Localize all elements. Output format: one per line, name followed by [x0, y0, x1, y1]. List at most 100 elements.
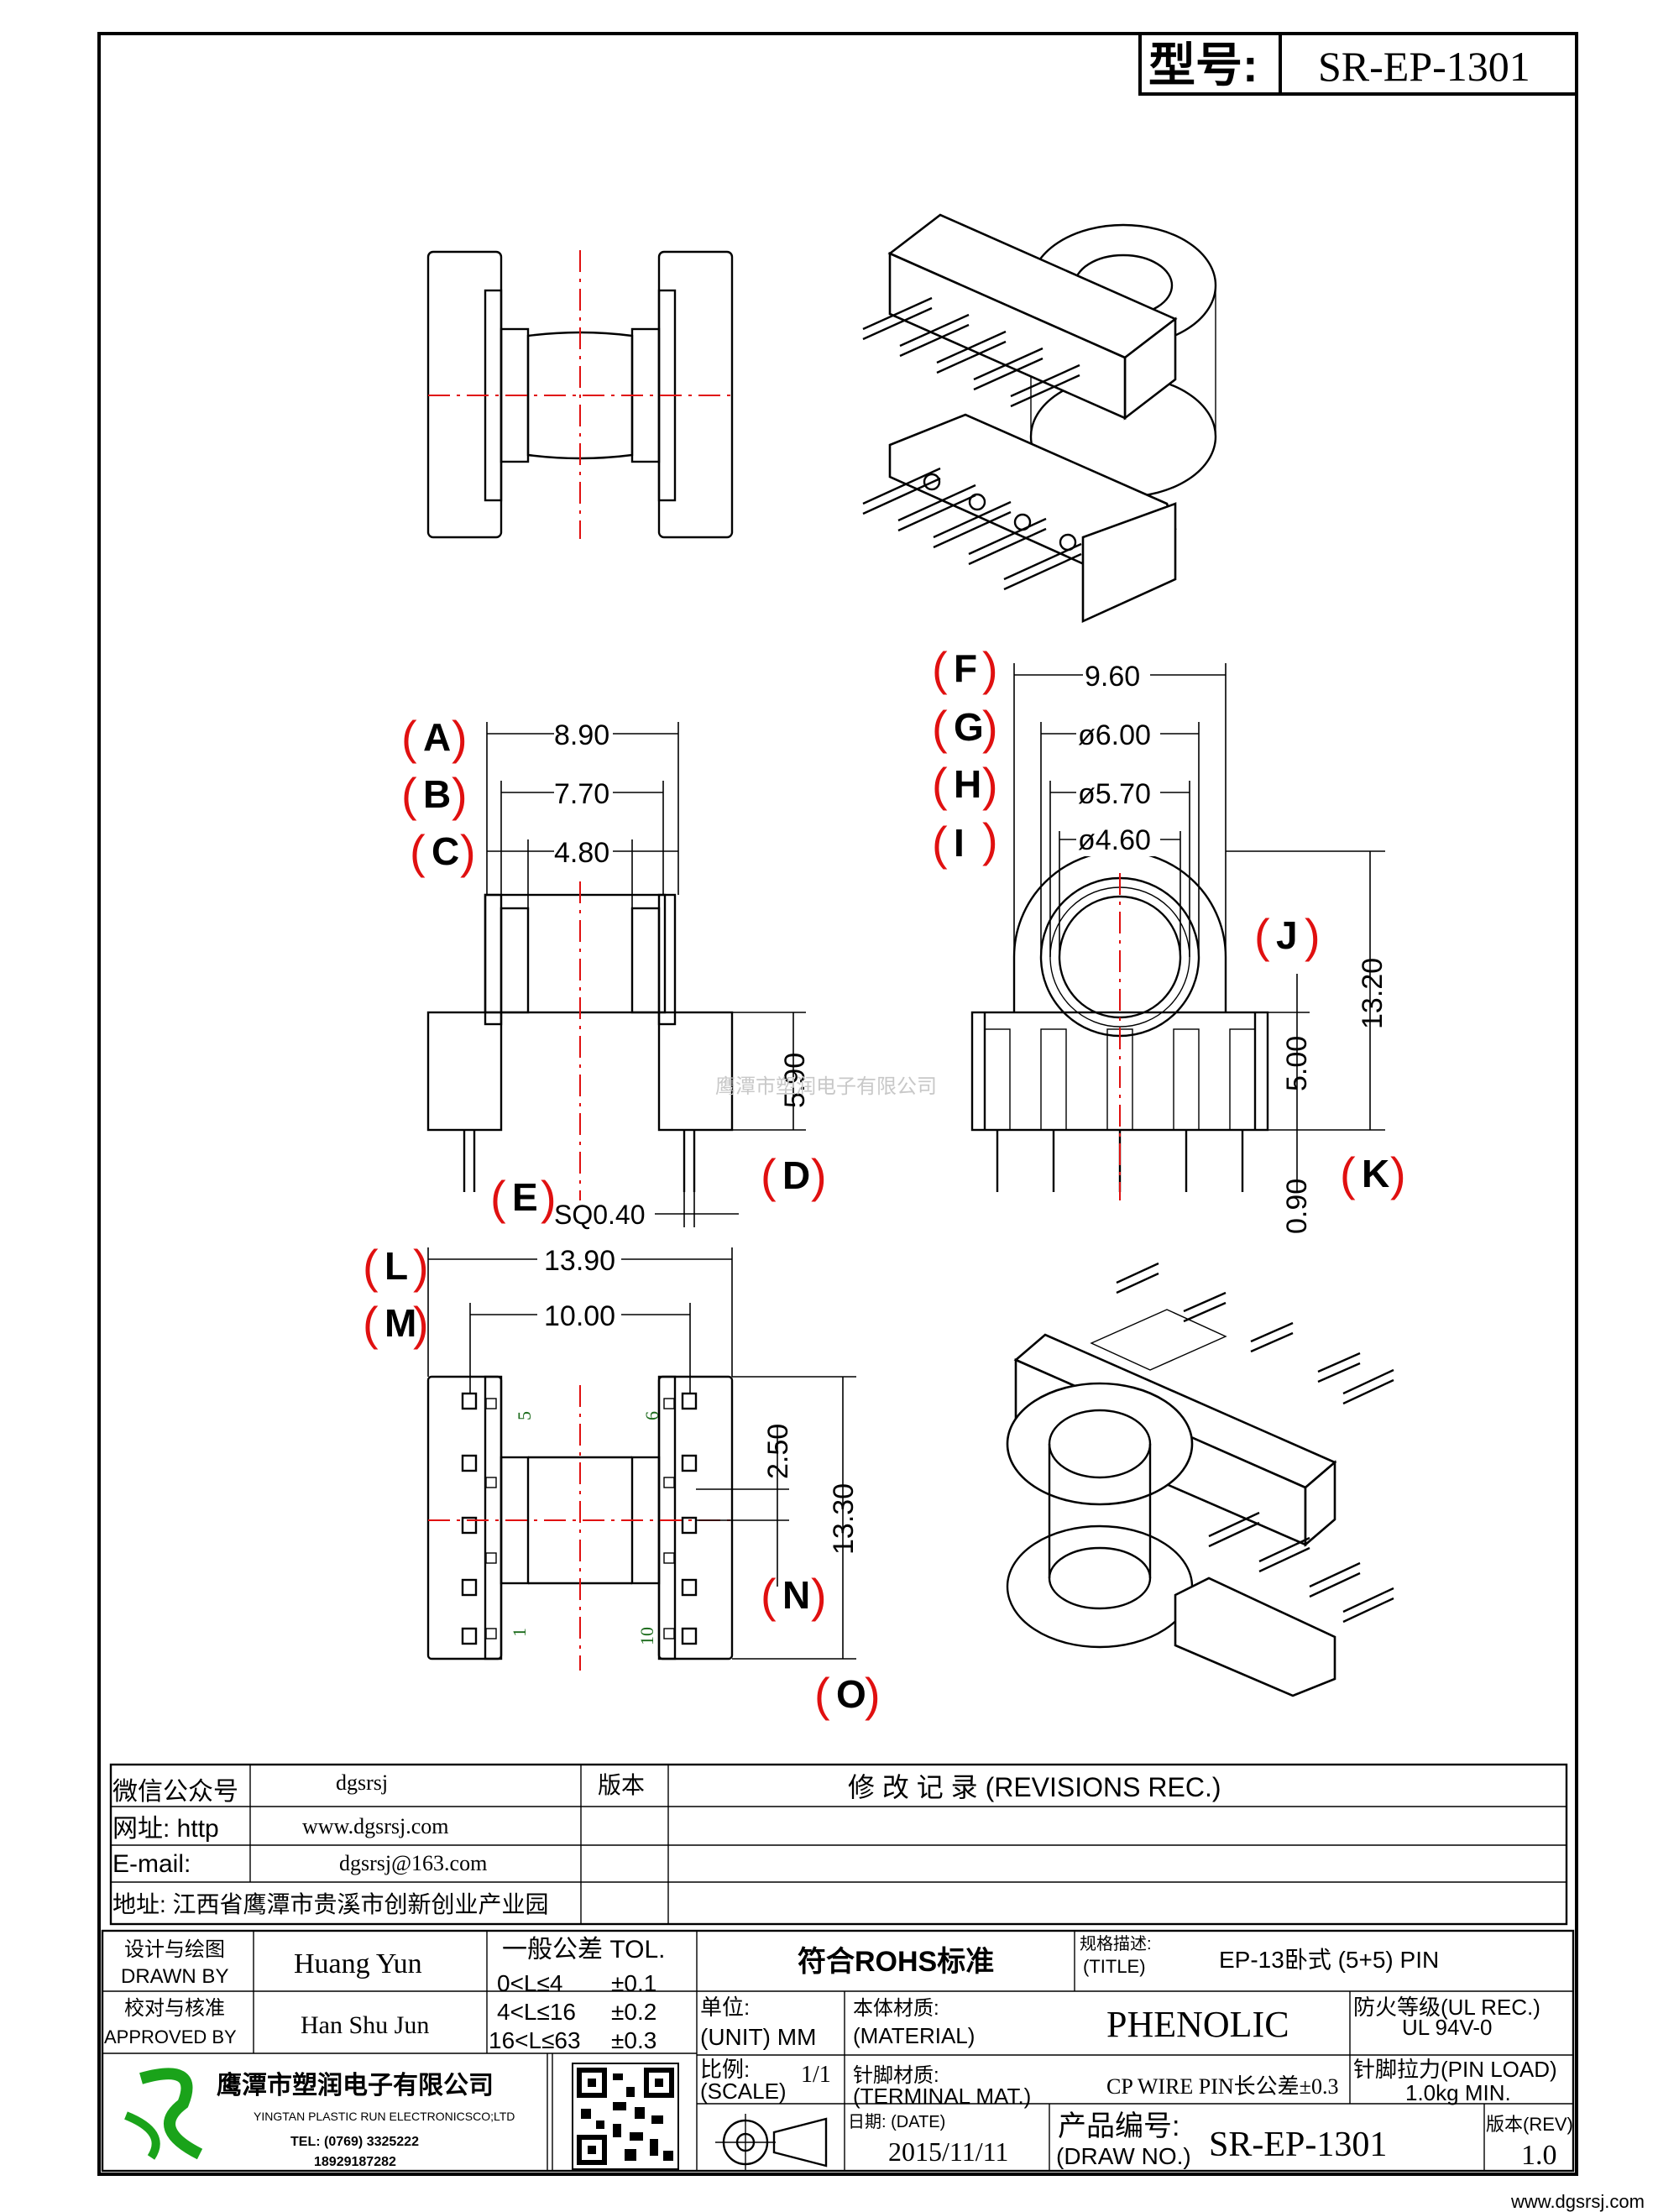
svg-text:(: ( — [410, 825, 426, 878]
dim-H-value: ø5.70 — [1078, 778, 1151, 810]
model-label: 型号: — [1148, 39, 1258, 92]
svg-text:): ) — [982, 701, 998, 754]
svg-text:): ) — [982, 642, 998, 695]
letter-K: K — [1362, 1152, 1389, 1195]
fire-value: UL 94V-0 — [1402, 2015, 1492, 2040]
fire-label: 防火等级(UL REC.) — [1353, 1995, 1540, 2020]
company-name-cn: 鹰潭市塑润电子有限公司 — [217, 2071, 494, 2100]
tol-value-2: ±0.2 — [611, 1999, 656, 2025]
dim-A-value: 8.90 — [554, 719, 609, 751]
scale-label-en: (SCALE) — [700, 2079, 787, 2104]
dimension-letters: (A) (B) (C) (D) (E) (F) (G) (H) (I) (J) … — [363, 642, 1406, 1721]
dims-fghi: 9.60 ø6.00 ø5.70 ø4.60 — [1013, 656, 1227, 1012]
dim-M-value: 10.00 — [544, 1300, 615, 1332]
dim-F-value: 9.60 — [1085, 661, 1140, 693]
isometric-view-bottom — [1006, 1262, 1394, 1697]
approved-value: Han Shu Jun — [301, 2011, 429, 2039]
dim-K-value: 0.90 — [1281, 1179, 1313, 1234]
model-value: SR-EP-1301 — [1318, 43, 1530, 90]
svg-text:(: ( — [1254, 909, 1270, 962]
svg-text:): ) — [811, 1149, 827, 1202]
letter-A: A — [423, 715, 451, 759]
dims-lmno: 13.90 10.00 13.30 2.50 — [427, 1242, 860, 1660]
pin-number-5: 5 — [514, 1411, 535, 1420]
letter-N: N — [782, 1573, 810, 1617]
svg-text:): ) — [541, 1171, 557, 1224]
svg-text:): ) — [413, 1240, 429, 1293]
letter-B: B — [423, 772, 451, 816]
unit-label: 单位: — [700, 1995, 750, 2020]
svg-text:(: ( — [401, 768, 417, 821]
watermark-text: 鹰潭市塑润电子有限公司 — [715, 1075, 937, 1098]
svg-text:): ) — [1390, 1148, 1406, 1200]
drawn-label-cn: 设计与绘图 — [124, 1938, 225, 1961]
tol-range-3: 16<L≤63 — [489, 2027, 581, 2053]
drawn-label-en: DRAWN BY — [121, 1965, 228, 1988]
drawing-frame — [97, 32, 1578, 2176]
dims-abc: 8.90 7.70 4.80 — [486, 715, 679, 908]
pinload-label: 针脚拉力(PIN LOAD) — [1353, 2057, 1557, 2082]
dim-J-value: 5.00 — [1281, 1036, 1313, 1091]
unit-value: (UNIT) MM — [700, 2024, 816, 2050]
contact-revisions-table: 微信公众号 dgsrsj 网址: http www.dgsrsj.com E-m… — [109, 1763, 1568, 1926]
drawn-value: Huang Yun — [294, 1948, 422, 1979]
svg-text:): ) — [452, 768, 468, 821]
isometric-view-top — [862, 213, 1217, 624]
svg-text:(: ( — [932, 817, 948, 870]
wechat-label: 微信公众号 — [112, 1778, 238, 1806]
letter-C: C — [432, 829, 459, 873]
model-header: 型号: SR-EP-1301 — [1138, 32, 1578, 96]
drawno-label: 产品编号: — [1058, 2110, 1179, 2142]
approved-label-en: APPROVED BY — [104, 2026, 237, 2047]
wechat-value: dgsrsj — [336, 1770, 388, 1795]
dim-O-value: 13.30 — [828, 1483, 860, 1555]
tolerance-title: 一般公差 TOL. — [502, 1936, 665, 1964]
email-value: dgsrsj@163.com — [339, 1851, 487, 1875]
rohs-text: 符合ROHS标准 — [798, 1946, 994, 1978]
title-value: EP-13卧式 (5+5) PIN — [1219, 1947, 1439, 1973]
letter-E: E — [512, 1175, 538, 1219]
material-label: 本体材质: — [853, 1997, 939, 2020]
title-label: 规格描述: — [1080, 1934, 1152, 1953]
dim-e: SQ0.40 — [554, 1192, 739, 1230]
letter-D: D — [782, 1153, 810, 1197]
dim-B-value: 7.70 — [554, 778, 609, 810]
company-logo-icon — [124, 2068, 203, 2160]
terminal-label: 针脚材质: — [853, 2064, 939, 2087]
dim-d: 5.90 — [732, 1012, 811, 1131]
pin-number-1: 1 — [509, 1628, 530, 1637]
end-view — [970, 850, 1269, 1200]
rev-value: 1.0 — [1521, 2140, 1557, 2171]
letter-J: J — [1276, 913, 1298, 957]
dim-N-value: 2.50 — [762, 1424, 794, 1479]
drawno-value: SR-EP-1301 — [1209, 2126, 1387, 2164]
company-mobile: 18929187282 — [314, 2155, 396, 2169]
address-text: 地址: 江西省鹰潭市贵溪市创新创业产业园 — [112, 1891, 549, 1917]
web-label: 网址: http — [112, 1815, 219, 1843]
tol-range-2: 4<L≤16 — [497, 1999, 576, 2025]
svg-text:(: ( — [490, 1171, 506, 1224]
terminal-value: CP WIRE PIN长公差±0.3 — [1106, 2074, 1338, 2099]
dim-I-value: ø4.60 — [1078, 824, 1151, 856]
svg-text:): ) — [460, 825, 476, 878]
bottom-view: 5 6 1 10 — [426, 1375, 734, 1671]
footer-watermark: www.dgsrsj.com — [1510, 2191, 1645, 2212]
svg-text:(: ( — [761, 1569, 777, 1622]
letter-H: H — [954, 762, 981, 806]
pin-number-6: 6 — [641, 1411, 662, 1420]
svg-text:(: ( — [363, 1240, 379, 1293]
terminal-label-en: (TERMINAL MAT.) — [853, 2084, 1031, 2109]
email-label: E-mail: — [112, 1850, 191, 1878]
tol-range-1: 0<L≤4 — [497, 1970, 562, 1996]
letter-O: O — [836, 1672, 866, 1716]
svg-text:(: ( — [932, 701, 948, 754]
scale-value: 1/1 — [801, 2062, 831, 2088]
company-name-en: YINGTAN PLASTIC RUN ELECTRONICSCO;LTD — [254, 2110, 515, 2123]
rev-label: 版本(REV) — [1486, 2114, 1573, 2135]
tol-value-3: ±0.3 — [611, 2027, 656, 2053]
svg-text:): ) — [1305, 909, 1321, 962]
svg-text:): ) — [811, 1569, 827, 1622]
title-block: 设计与绘图 DRAWN BY Huang Yun 校对与核准 APPROVED … — [101, 1929, 1575, 2173]
dim-K-total-value: 13.20 — [1357, 958, 1389, 1029]
